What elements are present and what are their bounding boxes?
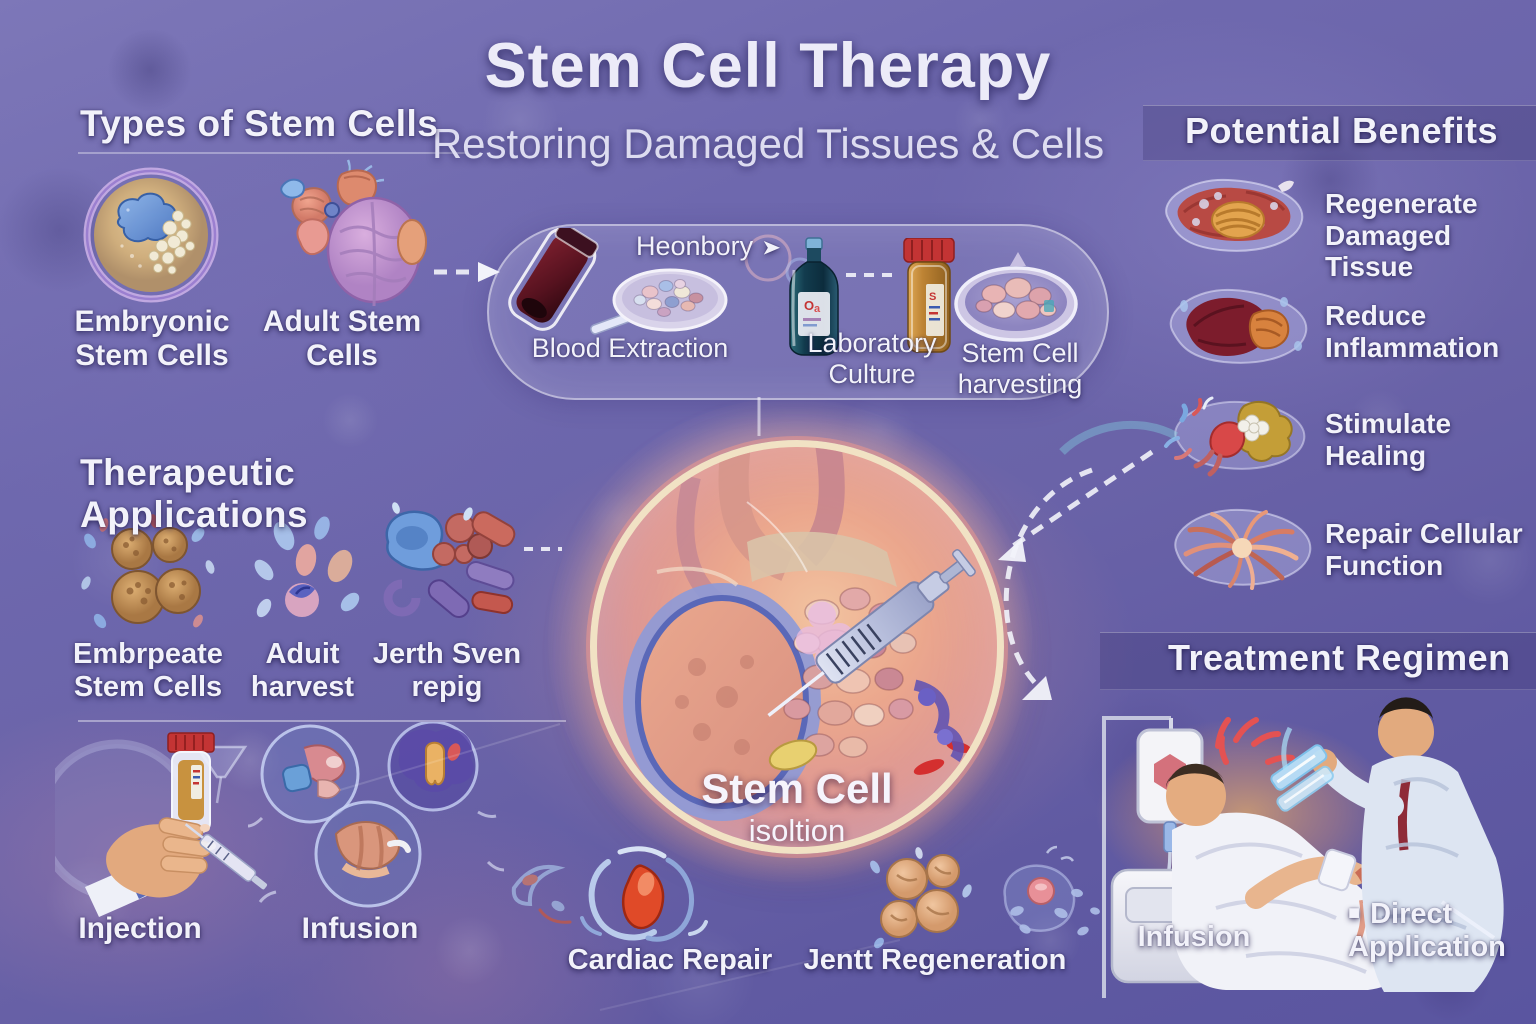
- stem-cell-isolation-illustration: Stem Cell isoltion: [590, 440, 1004, 854]
- bottom-label-injection: Injection: [78, 912, 202, 945]
- page-subtitle: Restoring Damaged Tissues & Cells: [431, 120, 1105, 167]
- svg-text:O: O: [804, 298, 814, 313]
- benefits-heading: Potential Benefits: [1185, 110, 1499, 151]
- process-step-label-blood-extraction: Blood Extraction: [531, 333, 729, 363]
- tissue-icon: [1165, 178, 1304, 252]
- svg-text:S: S: [929, 291, 936, 303]
- heart-syringe-illustration: [623, 447, 976, 821]
- benefit-label-stimulate: Stimulate Healing: [1325, 408, 1452, 471]
- types-heading: Types of Stem Cells: [80, 103, 439, 144]
- adult-organs-icon: [280, 159, 427, 307]
- center-label-line2: isoltion: [748, 813, 846, 848]
- organ-circles-icon: [248, 722, 505, 908]
- svg-text:a: a: [814, 303, 821, 315]
- type-label-embryonic: Embryonic Stem Cells: [74, 305, 230, 372]
- joint-regen-icon: [870, 845, 1100, 949]
- inflammation-icon: [1169, 288, 1308, 364]
- process-step-label-laboratory-culture: Laboratory Culture: [807, 328, 937, 389]
- sample-jar-icon: S: [903, 238, 955, 353]
- process-note-text: Heonbory: [636, 231, 754, 261]
- application-label-3: Jerth Sven repig: [372, 638, 522, 703]
- harvest-dish-icon: [954, 252, 1078, 342]
- cellular-function-icon: [1174, 508, 1312, 590]
- benefit-label-reduce: Reduce Inflammation: [1325, 300, 1500, 363]
- embryonic-cell-icon: [83, 167, 219, 303]
- process-step-label-stem-cell-harvesting: Stem Cell harvesting: [957, 338, 1083, 399]
- direct-application-text: Direct Application: [1348, 898, 1506, 963]
- cardiac-swirl-icon: [511, 846, 708, 942]
- droplet-cells-icon: [254, 516, 360, 618]
- bottom-label-joint-regeneration: Jentt Regeneration: [803, 944, 1067, 976]
- application-label-1: Embrpeate Stem Cells: [73, 638, 223, 703]
- left-section-divider: [78, 720, 566, 722]
- treatment-heading: Treatment Regimen: [1168, 637, 1511, 678]
- treatment-label-direct-application: ■Direct Application: [1348, 898, 1528, 964]
- blood-tube-icon: [508, 228, 728, 335]
- process-note: Heonbory ➤: [636, 231, 856, 262]
- treatment-scene: [1096, 697, 1504, 998]
- square-bullet-icon: ■: [1348, 902, 1361, 924]
- cell-cluster-icon: [81, 514, 215, 629]
- page-title: Stem Cell Therapy: [484, 31, 1052, 101]
- types-heading-underline: [78, 152, 466, 154]
- arrow-right-icon: ➤: [761, 235, 782, 260]
- type-label-adult: Adult Stem Cells: [262, 305, 422, 372]
- hand-vial-icon: [55, 732, 268, 917]
- treatment-heading-band: [1100, 632, 1536, 690]
- joint-cells-icon: [383, 502, 516, 618]
- bottom-label-infusion: Infusion: [301, 912, 419, 945]
- benefits-heading-band: [1143, 105, 1536, 161]
- applications-heading: Therapeutic Applications: [80, 452, 309, 535]
- application-label-2: Aduit harvest: [250, 638, 355, 703]
- benefit-label-regenerate: Regenerate Damaged Tissue: [1325, 188, 1478, 283]
- center-label-line1: Stem Cell: [701, 765, 893, 812]
- healing-icon: [1164, 396, 1306, 477]
- bottom-label-cardiac-repair: Cardiac Repair: [567, 944, 773, 976]
- treatment-label-infusion: Infusion: [1137, 921, 1251, 953]
- benefit-label-repair: Repair Cellular Function: [1325, 518, 1523, 581]
